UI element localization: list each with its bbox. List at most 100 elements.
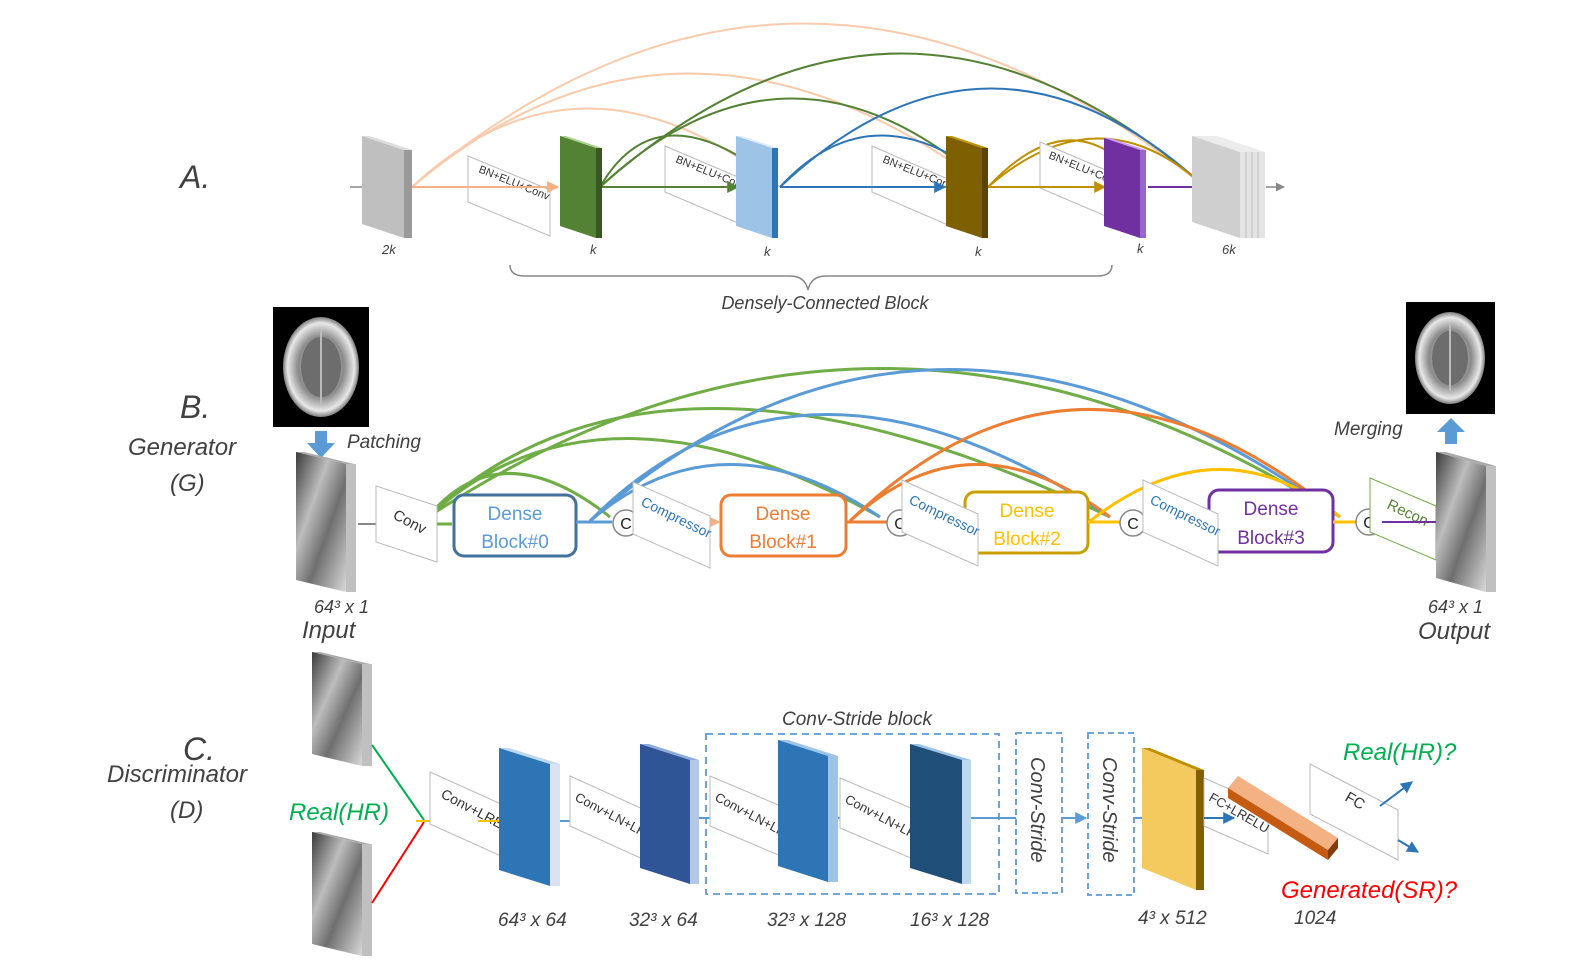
generated-patch [312, 832, 372, 956]
patching-label: Patching [347, 432, 421, 453]
concat-node: C [1119, 509, 1147, 537]
op-box-1: BN+ELU+Conv [467, 155, 552, 237]
dense-block-line1: Dense [488, 504, 543, 525]
discriminator-abbr: (D) [170, 797, 203, 824]
skip-arc [987, 137, 1206, 188]
feature-map-k1 [560, 136, 602, 238]
merging-label: Merging [1334, 419, 1403, 440]
input-brain-image [273, 307, 369, 427]
feature-vector-1024 [1228, 776, 1338, 860]
skip-arc [779, 87, 1206, 188]
real-output-arrow [1379, 781, 1413, 807]
conv-stride-block-frame [705, 733, 1000, 895]
dense-block-line2: Block#1 [749, 532, 817, 553]
generated-connector [371, 821, 425, 904]
panel-a-size-labels: 2k k k k k 6k [381, 241, 1237, 259]
size-label: 1024 [1294, 908, 1336, 929]
conv-stride-box-1: Conv-Stride [1015, 732, 1063, 894]
recon-box: Recon [1369, 477, 1437, 561]
feature-map-4x512 [1142, 748, 1204, 890]
dense-block-1: Dense Block#1 [719, 493, 848, 558]
skip-arc [411, 22, 1206, 188]
input-patch [296, 452, 356, 592]
size-label: 32³ x 128 [767, 910, 847, 931]
dense-block-3: Dense Block#3 [1207, 488, 1335, 554]
feature-map-output [1192, 136, 1265, 238]
dense-block-line1: Dense [1000, 501, 1055, 522]
merging-arrow [1437, 418, 1465, 444]
concat-label: C [894, 516, 906, 533]
feature-map-k2 [736, 136, 778, 238]
conv-box: Conv [375, 485, 438, 563]
real-connector [371, 744, 425, 821]
feature-map-k3 [946, 136, 988, 238]
panel-c-size-labels: 64³ x 64 32³ x 64 32³ x 128 16³ x 128 4³… [498, 908, 1336, 931]
size-label: 2k [381, 242, 397, 257]
skip-arc [426, 472, 611, 519]
generator-abbr: (G) [170, 470, 205, 497]
dense-block-brace [509, 264, 1113, 291]
real-input-label: Real(HR) [289, 799, 389, 826]
skip-arc [588, 413, 1111, 523]
feature-map-input [362, 136, 412, 238]
size-label: k [1137, 241, 1145, 256]
concat-label: C [1363, 515, 1375, 532]
conv-stride-label: Conv-Stride [1026, 757, 1048, 863]
feature-map-64x64 [499, 748, 560, 886]
input-size-label: 64³ x 1 [314, 597, 369, 617]
dense-block-line2: Block#3 [1237, 528, 1305, 549]
panel-b: B. Generator (G) Patching 64³ x 1 Input [128, 302, 1496, 645]
size-label: k [590, 242, 598, 257]
skip-arc [848, 408, 1341, 523]
dense-block-line1: Dense [1244, 499, 1299, 520]
skip-arc [427, 367, 1341, 519]
panel-c: C. Discriminator (D) Real(HR) Conv+LRELU [107, 652, 1458, 956]
feature-map-32x128 [778, 740, 838, 882]
real-patch [312, 652, 372, 766]
concat-label: C [1127, 516, 1139, 533]
fc-box: FC [1309, 763, 1399, 861]
output-size-label: 64³ x 1 [1428, 597, 1483, 617]
discriminator-label: Discriminator [107, 761, 248, 788]
conv-stride-box-2: Conv-Stride [1087, 732, 1135, 896]
size-label: 64³ x 64 [498, 910, 567, 931]
dense-block-0: Dense Block#0 [452, 493, 578, 558]
output-brain-image [1406, 302, 1495, 414]
panel-a-letter: A. [178, 159, 210, 195]
skip-arc [599, 134, 746, 188]
skip-arc [779, 134, 961, 188]
size-label: k [975, 244, 983, 259]
size-label: k [764, 244, 772, 259]
size-label: 4³ x 512 [1138, 908, 1207, 929]
size-label: 6k [1222, 242, 1237, 257]
panel-c-letter: C. [183, 731, 215, 767]
conv-stride-block-label: Conv-Stride block [782, 709, 933, 730]
skip-arc [599, 52, 1206, 188]
dense-block-2: Dense Block#2 [963, 490, 1090, 555]
generated-output-arrow [1397, 839, 1420, 853]
output-label: Output [1418, 618, 1491, 645]
input-label: Input [302, 617, 357, 644]
dense-block-line2: Block#2 [993, 529, 1061, 550]
conv-stride-label: Conv-Stride [1098, 757, 1120, 863]
feature-map-k4 [1104, 138, 1146, 238]
generator-label: Generator [128, 434, 237, 461]
output-patch [1436, 452, 1496, 592]
real-question-label: Real(HR)? [1343, 739, 1457, 766]
feature-map-16x128 [910, 744, 971, 884]
size-label: 32³ x 64 [629, 910, 698, 931]
size-label: 16³ x 128 [910, 910, 990, 931]
dense-block-line1: Dense [756, 504, 811, 525]
generated-question-label: Generated(SR)? [1281, 877, 1458, 904]
generator-skip-arcs [426, 367, 1341, 523]
patching-arrow [307, 431, 335, 458]
concat-label: C [620, 516, 632, 533]
compressor-box: Compressor [632, 481, 715, 569]
feature-map-32x64 [640, 744, 699, 884]
dense-block-line2: Block#0 [481, 532, 549, 553]
skip-arc [599, 97, 989, 188]
panel-a: A. BN+ELU+Conv BN+ELU+Con [178, 22, 1285, 313]
panel-a-skip-arcs [411, 22, 1206, 188]
